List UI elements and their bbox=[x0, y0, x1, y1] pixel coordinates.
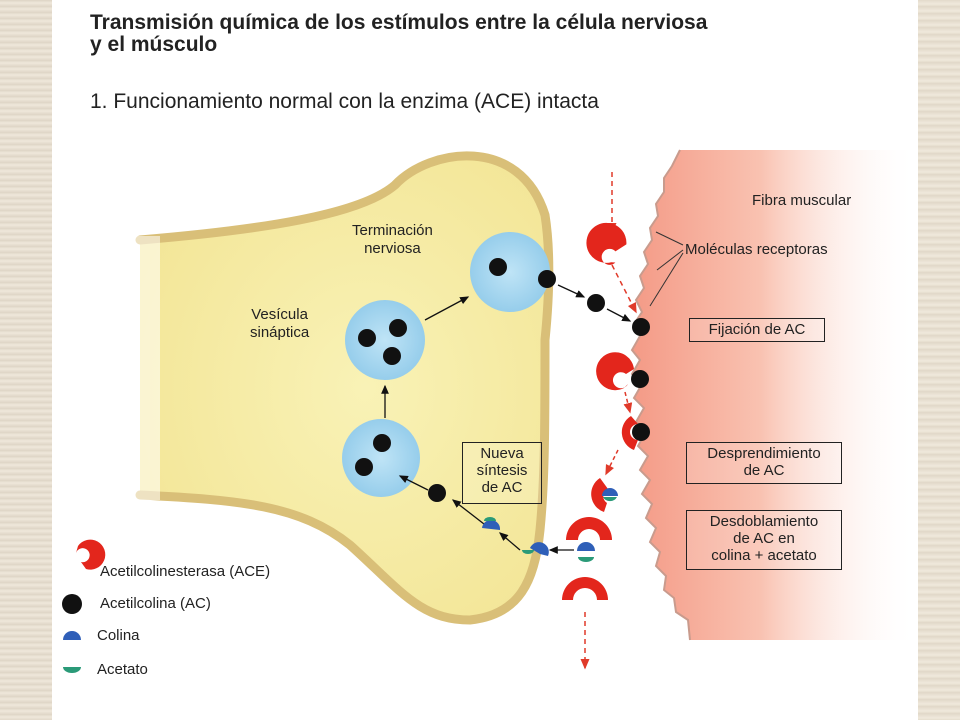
acetylcholine-molecule bbox=[587, 294, 605, 312]
box-release: Desprendimiento de AC bbox=[686, 442, 842, 484]
label-vesicle-line-1: Vesícula bbox=[251, 306, 308, 323]
receptor-pointer bbox=[655, 231, 684, 246]
ace-enzyme-icon bbox=[621, 416, 638, 450]
dashed-arrow-down-2 bbox=[605, 449, 619, 476]
arrow-choline-to-synthesis bbox=[451, 499, 485, 525]
box-new-synthesis-line-3: de AC bbox=[481, 479, 523, 496]
dashed-arrow-to-receptor bbox=[611, 264, 637, 314]
title-line-1: Transmisión química de los estímulos ent… bbox=[90, 11, 708, 34]
vesicle-bottom bbox=[342, 419, 420, 497]
box-new-synthesis-line-2: síntesis bbox=[476, 462, 528, 479]
acetylcholine-bound bbox=[632, 318, 650, 336]
acetate-icon bbox=[603, 497, 617, 502]
vesicle-middle bbox=[345, 300, 425, 380]
choline-icon bbox=[577, 542, 595, 551]
arrow-synthesis-to-vesicle bbox=[398, 475, 429, 491]
legend-label-choline: Colina bbox=[97, 627, 140, 644]
muscle-fiber bbox=[630, 149, 918, 641]
legend-label-acetylcholine: Acetilcolina (AC) bbox=[100, 595, 211, 612]
label-vesicle: Vesícula sináptica bbox=[250, 306, 309, 342]
box-release-line-2: de AC bbox=[743, 462, 785, 479]
box-split: Desdoblamiento de AC en colina + acetato bbox=[686, 510, 842, 570]
vesicle-top bbox=[470, 232, 550, 312]
ace-enzyme-icon bbox=[586, 222, 627, 265]
dashed-arrow-down-1 bbox=[623, 391, 633, 414]
title-line-2: y el músculo bbox=[90, 33, 218, 56]
label-vesicle-line-2: sináptica bbox=[250, 324, 310, 341]
receptor-pointer bbox=[649, 252, 684, 307]
legend-acetate-icon bbox=[63, 667, 81, 673]
nerve-ending bbox=[120, 151, 554, 625]
arrow-middle-to-top bbox=[424, 296, 470, 321]
box-split-line-2: de AC en bbox=[733, 530, 795, 547]
acetylcholine-molecule bbox=[631, 370, 649, 388]
ace-enzyme-icon bbox=[596, 352, 634, 391]
choline-icon bbox=[602, 488, 618, 496]
box-binding-line-1: Fijación de AC bbox=[708, 321, 806, 338]
legend-choline-icon bbox=[63, 631, 81, 640]
arrow-release-2 bbox=[606, 308, 632, 322]
arrow-release-1 bbox=[557, 284, 586, 298]
acetylcholine-molecule bbox=[632, 423, 650, 441]
scan-border-right bbox=[918, 0, 960, 720]
box-release-line-1: Desprendimiento bbox=[707, 445, 821, 462]
box-split-line-3: colina + acetato bbox=[711, 547, 817, 564]
box-new-synthesis-line-1: Nueva bbox=[480, 445, 524, 462]
choline-icon bbox=[530, 542, 549, 556]
box-split-line-1: Desdoblamiento bbox=[709, 513, 819, 530]
ace-enzyme-icon bbox=[566, 517, 612, 540]
label-nerve-ending-line-2: nerviosa bbox=[364, 240, 421, 257]
acetylcholine-molecule bbox=[538, 270, 556, 288]
label-receptor-molecules: Moléculas receptoras bbox=[685, 241, 828, 258]
box-binding: Fijación de AC bbox=[689, 318, 825, 342]
label-muscle-fiber: Fibra muscular bbox=[752, 192, 852, 209]
diagram-title: Transmisión química de los estímulos ent… bbox=[90, 12, 707, 56]
diagram-subtitle: 1. Funcionamiento normal con la enzima (… bbox=[90, 90, 599, 113]
receptor-pointer bbox=[656, 249, 684, 271]
legend-label-ace: Acetilcolinesterasa (ACE) bbox=[100, 563, 271, 580]
ace-enzyme-icon bbox=[591, 478, 608, 512]
acetate-icon bbox=[522, 550, 534, 554]
acetate-icon bbox=[578, 557, 594, 562]
legend-label-acetate: Acetato bbox=[97, 661, 148, 678]
legend-ace-icon bbox=[76, 539, 106, 570]
legend-acetylcholine-icon bbox=[62, 594, 82, 614]
box-new-synthesis: Nueva síntesis de AC bbox=[462, 442, 542, 504]
scan-border-left bbox=[0, 0, 52, 720]
acetylcholine-molecule bbox=[428, 484, 446, 502]
ace-enzyme-icon bbox=[562, 577, 608, 600]
acetate-icon bbox=[484, 517, 496, 521]
label-nerve-ending-line-1: Terminación bbox=[352, 222, 433, 239]
choline-icon bbox=[482, 519, 501, 530]
label-nerve-ending: Terminación nerviosa bbox=[352, 222, 433, 258]
arrow-choline-return bbox=[499, 532, 521, 551]
